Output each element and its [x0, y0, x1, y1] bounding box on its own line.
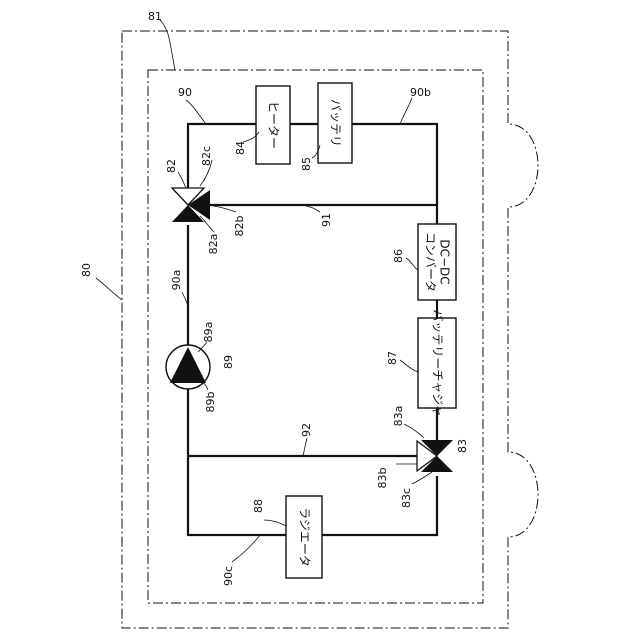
valve-82 — [172, 188, 210, 222]
ref-83c: 83c — [400, 488, 413, 508]
ref-87: 87 — [386, 351, 399, 365]
ref-82: 82 — [165, 159, 178, 173]
heater-label: ヒーター — [267, 101, 281, 149]
radiator-88: ラジエータ — [286, 496, 322, 578]
dcdc-label-line2: コンバータ — [424, 232, 438, 292]
ref-89a: 89a — [202, 322, 215, 343]
ref-80: 80 — [80, 263, 93, 277]
dcdc-converter-86: DC−DC コンバータ — [418, 224, 456, 300]
ref-92: 92 — [300, 423, 313, 437]
pipe-top — [188, 124, 437, 450]
ref-89b: 89b — [204, 391, 217, 412]
ref-90b: 90b — [410, 86, 431, 99]
valve-83 — [417, 440, 453, 472]
pipes — [188, 124, 437, 535]
ref-89: 89 — [222, 355, 235, 369]
battery-85: バッテリ — [318, 83, 352, 163]
radiator-label: ラジエータ — [298, 507, 312, 567]
ref-82c: 82c — [200, 146, 213, 166]
ref-90: 90 — [178, 86, 192, 99]
ref-81: 81 — [148, 10, 162, 23]
ref-86: 86 — [392, 249, 405, 263]
battery-label: バッテリ — [329, 99, 343, 147]
ref-84: 84 — [234, 141, 247, 155]
ref-83a: 83a — [392, 406, 405, 427]
heater-84: ヒーター — [256, 86, 290, 164]
ref-91: 91 — [320, 213, 333, 227]
dcdc-label-line1: DC−DC — [438, 239, 452, 284]
ref-90a: 90a — [170, 270, 183, 291]
battery-charger-87: バッテリーチャジャ — [418, 309, 456, 416]
ref-83: 83 — [456, 439, 469, 453]
ref-85: 85 — [300, 157, 313, 171]
charger-label: バッテリーチャジャ — [431, 309, 445, 416]
ref-82b: 82b — [233, 215, 246, 236]
ref-83b: 83b — [376, 467, 389, 488]
ref-88: 88 — [252, 499, 265, 513]
ref-82a: 82a — [207, 234, 220, 255]
ref-90c: 90c — [222, 566, 235, 586]
